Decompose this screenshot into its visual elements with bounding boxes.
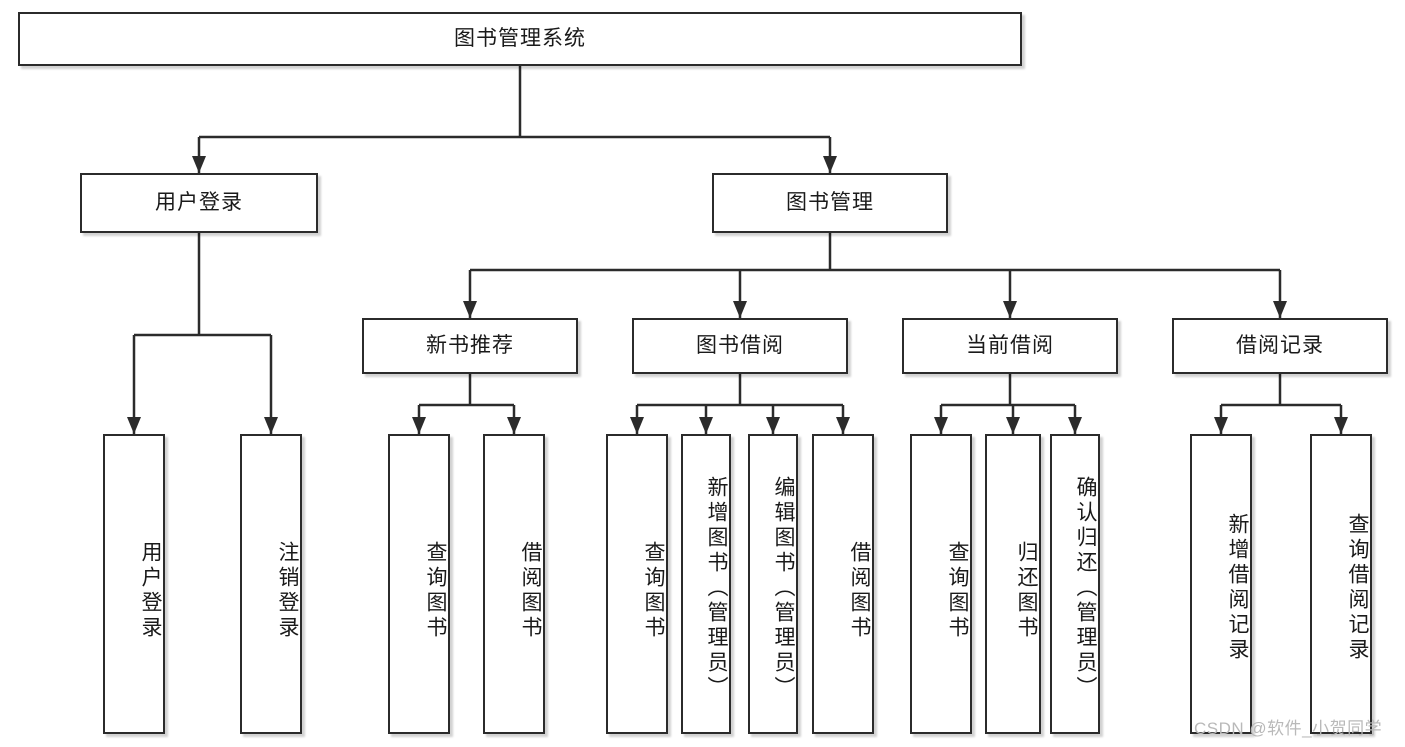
node-leaf-cu-r: 归还图书: [985, 434, 1041, 734]
node-root: 图书管理系统: [18, 12, 1022, 66]
node-label: 图书管理系统: [454, 27, 586, 51]
node-label: 借阅图书: [848, 541, 871, 641]
node-label: 归还图书: [1015, 541, 1038, 641]
arrow-head-icon: [1273, 301, 1287, 318]
node-label: 借阅记录: [1236, 334, 1324, 358]
arrow-head-icon: [127, 417, 141, 434]
node-label: 新增图书（管理员）: [705, 475, 728, 701]
node-leaf-login: 用户登录: [103, 434, 165, 734]
arrow-head-icon: [1214, 417, 1228, 434]
arrow-head-icon: [733, 301, 747, 318]
arrow-head-icon: [463, 301, 477, 318]
node-bookmgmt: 图书管理: [712, 173, 948, 233]
node-leaf-nb-b: 借阅图书: [483, 434, 545, 734]
node-label: 编辑图书（管理员）: [772, 475, 795, 701]
arrow-head-icon: [823, 156, 837, 173]
node-newbook: 新书推荐: [362, 318, 578, 374]
node-borrow: 图书借阅: [632, 318, 848, 374]
arrow-head-icon: [1334, 417, 1348, 434]
node-label: 新增借阅记录: [1226, 513, 1249, 663]
node-label: 查询图书: [642, 541, 665, 641]
node-label: 图书借阅: [696, 334, 784, 358]
node-label: 用户登录: [155, 191, 243, 215]
arrow-head-icon: [507, 417, 521, 434]
arrow-head-icon: [264, 417, 278, 434]
csdn-watermark: CSDN @软件_小贺同学: [1194, 719, 1383, 738]
node-label: 查询图书: [424, 541, 447, 641]
arrow-head-icon: [412, 417, 426, 434]
node-label: 借阅图书: [519, 541, 542, 641]
arrow-head-icon: [630, 417, 644, 434]
node-label: 查询图书: [946, 541, 969, 641]
arrow-head-icon: [192, 156, 206, 173]
node-records: 借阅记录: [1172, 318, 1388, 374]
arrow-head-icon: [699, 417, 713, 434]
arrow-head-icon: [934, 417, 948, 434]
arrow-head-icon: [766, 417, 780, 434]
arrow-head-icon: [836, 417, 850, 434]
node-label: 用户登录: [139, 541, 162, 641]
node-leaf-bo-add: 新增图书（管理员）: [681, 434, 731, 734]
node-label: 注销登录: [276, 541, 299, 641]
node-label: 查询借阅记录: [1346, 513, 1369, 663]
arrow-head-icon: [1068, 417, 1082, 434]
arrow-head-icon: [1003, 301, 1017, 318]
node-leaf-bo-ed: 编辑图书（管理员）: [748, 434, 798, 734]
node-leaf-re-q: 查询借阅记录: [1310, 434, 1372, 734]
node-label: 新书推荐: [426, 334, 514, 358]
node-current: 当前借阅: [902, 318, 1118, 374]
node-label: 确认归还（管理员）: [1074, 475, 1097, 701]
node-leaf-bo-br: 借阅图书: [812, 434, 874, 734]
node-leaf-re-add: 新增借阅记录: [1190, 434, 1252, 734]
node-leaf-bo-q: 查询图书: [606, 434, 668, 734]
node-label: 当前借阅: [966, 334, 1054, 358]
node-leaf-cu-c: 确认归还（管理员）: [1050, 434, 1100, 734]
node-login: 用户登录: [80, 173, 318, 233]
node-leaf-cu-q: 查询图书: [910, 434, 972, 734]
node-label: 图书管理: [786, 191, 874, 215]
node-leaf-nb-q: 查询图书: [388, 434, 450, 734]
arrow-head-icon: [1006, 417, 1020, 434]
node-leaf-logout: 注销登录: [240, 434, 302, 734]
